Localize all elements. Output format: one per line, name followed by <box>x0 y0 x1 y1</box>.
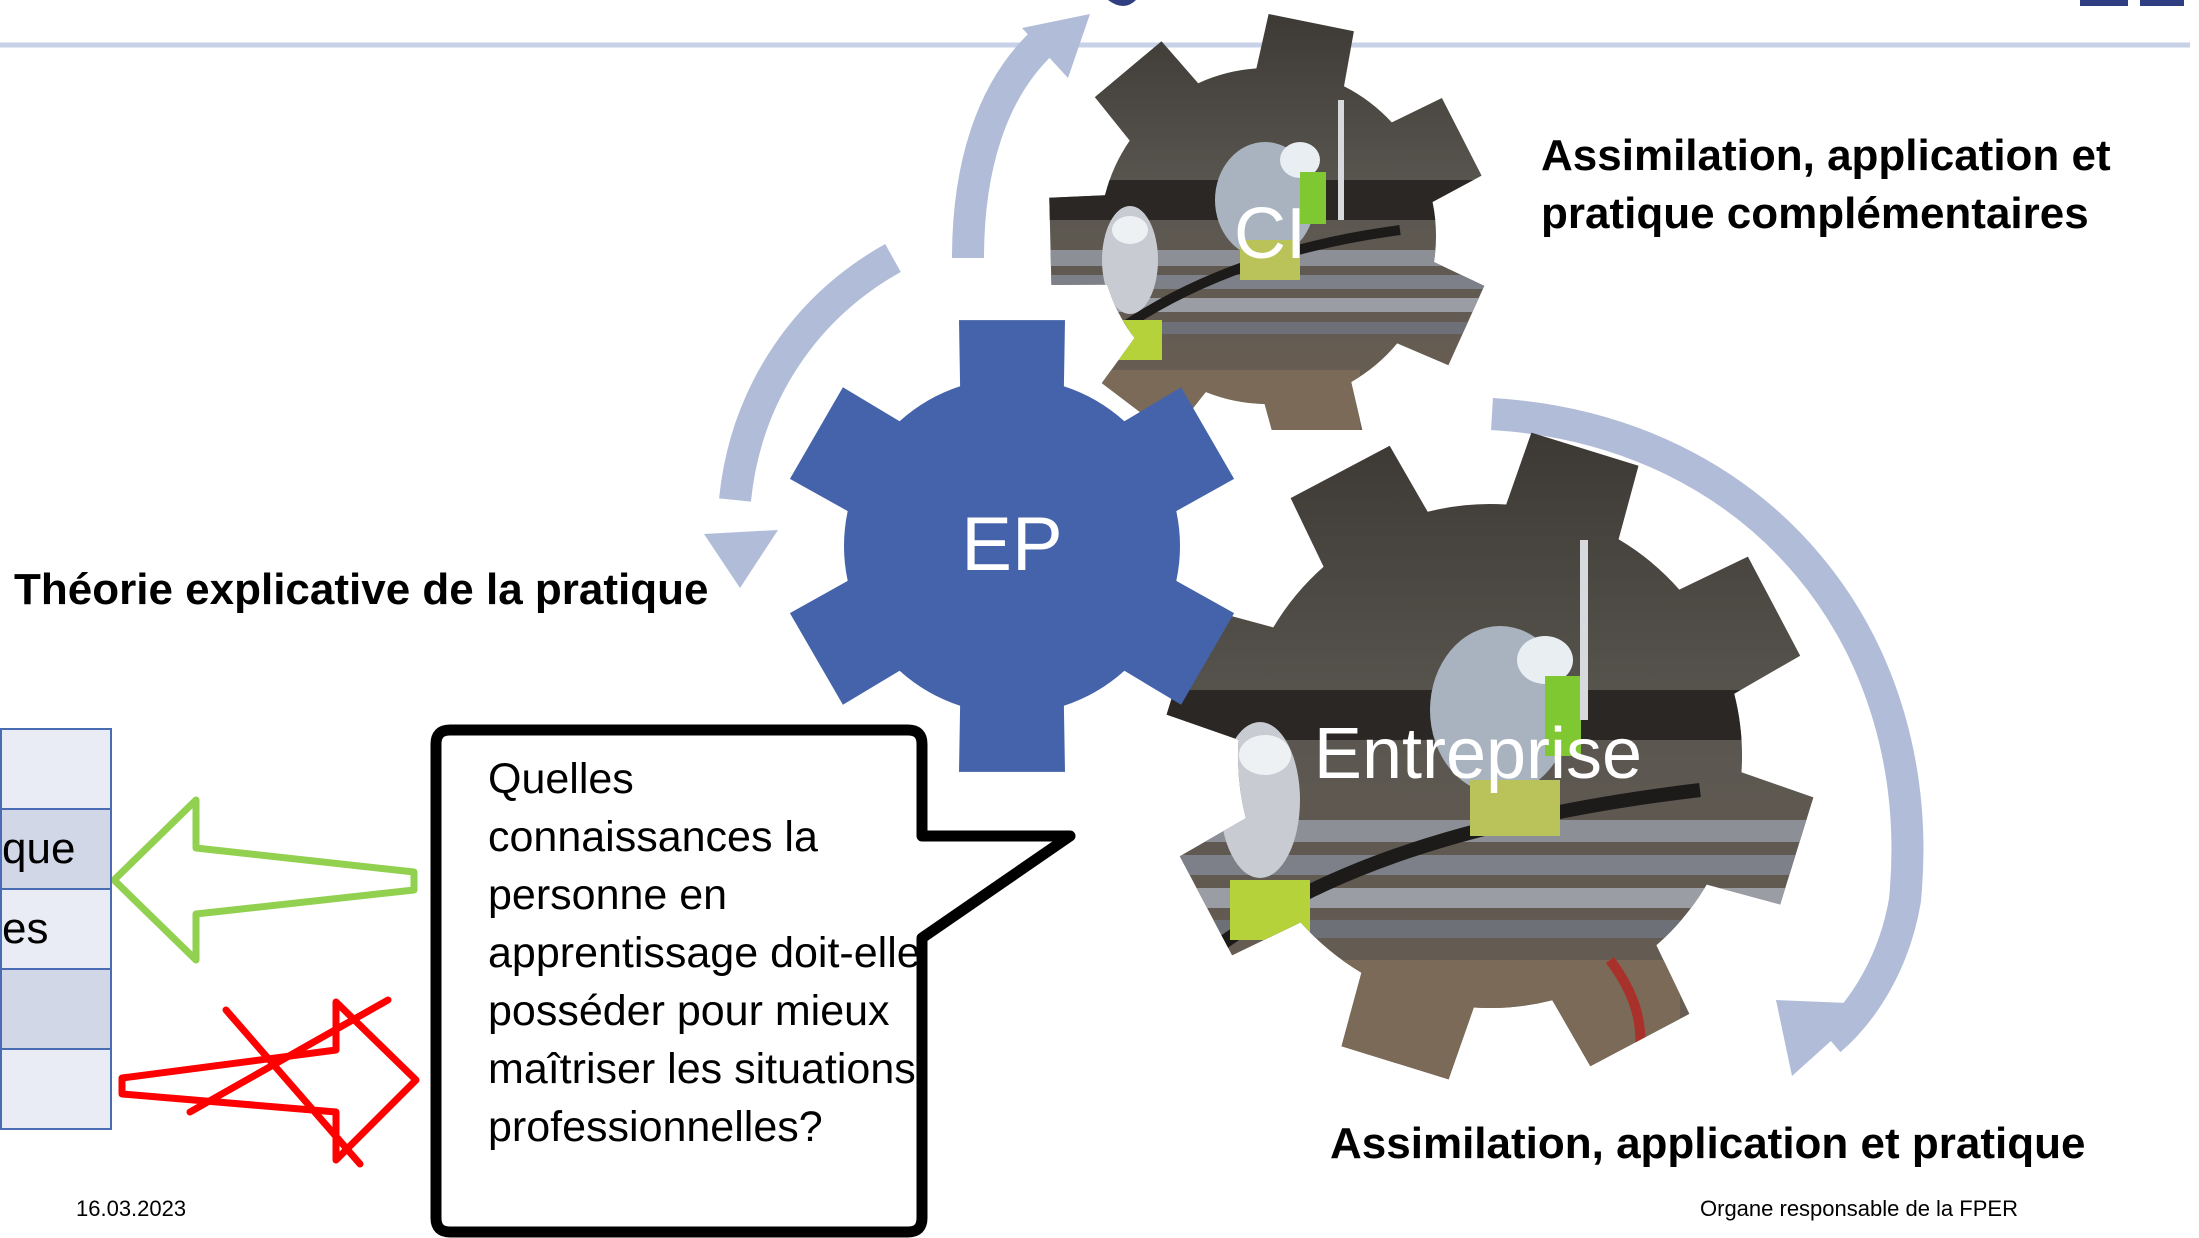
cycle-arrow-ep-to-ci <box>952 28 1057 259</box>
table-row <box>0 1048 112 1130</box>
label-theorie: Théorie explicative de la pratique <box>14 565 709 614</box>
logo-fragment <box>2080 0 2128 6</box>
cycle-arrow-entreprise-loop <box>1491 398 1924 1053</box>
gear-ep-shape <box>789 320 1235 772</box>
green-arrow-icon <box>110 796 418 964</box>
footer-date: 16.03.2023 <box>76 1196 187 1221</box>
gear-ci-label: CI <box>1234 194 1306 274</box>
label-ci-line2: pratique complémentaires <box>1541 189 2089 238</box>
red-arrow-icon <box>118 998 420 1164</box>
table-row <box>0 728 112 810</box>
speech-bubble-text: Quelles connaissances la personne en app… <box>488 755 921 1151</box>
cycle-arrow-entreprise-loop-head <box>1776 1000 1872 1076</box>
gear-ep-label: EP <box>961 502 1062 587</box>
cycle-arrow-ci-to-theorie <box>719 244 901 502</box>
red-cross-icon <box>186 996 392 1168</box>
cycle-arrow-ci-to-theorie-head <box>704 530 778 588</box>
title-fragment <box>1108 0 1136 6</box>
footer-organ: Organe responsable de la FPER <box>1700 1196 2018 1221</box>
table-row <box>0 968 112 1050</box>
label-ci-line1: Assimilation, application et <box>1541 131 2111 180</box>
label-entreprise: Assimilation, application et pratique <box>1330 1119 2086 1168</box>
speech-bubble <box>430 724 1076 1238</box>
gear-entreprise-label: Entreprise <box>1314 714 1642 794</box>
cropped-table: que es <box>0 728 112 1130</box>
gear-entreprise: Entreprise <box>1166 432 1814 1080</box>
gear-ci: CI <box>1049 14 1485 430</box>
logo-fragment <box>2140 0 2184 6</box>
cycle-arrow-ep-to-ci-head <box>1022 14 1090 78</box>
table-row: que <box>0 808 112 890</box>
gear-ep: EP <box>789 320 1235 772</box>
table-row: es <box>0 888 112 970</box>
